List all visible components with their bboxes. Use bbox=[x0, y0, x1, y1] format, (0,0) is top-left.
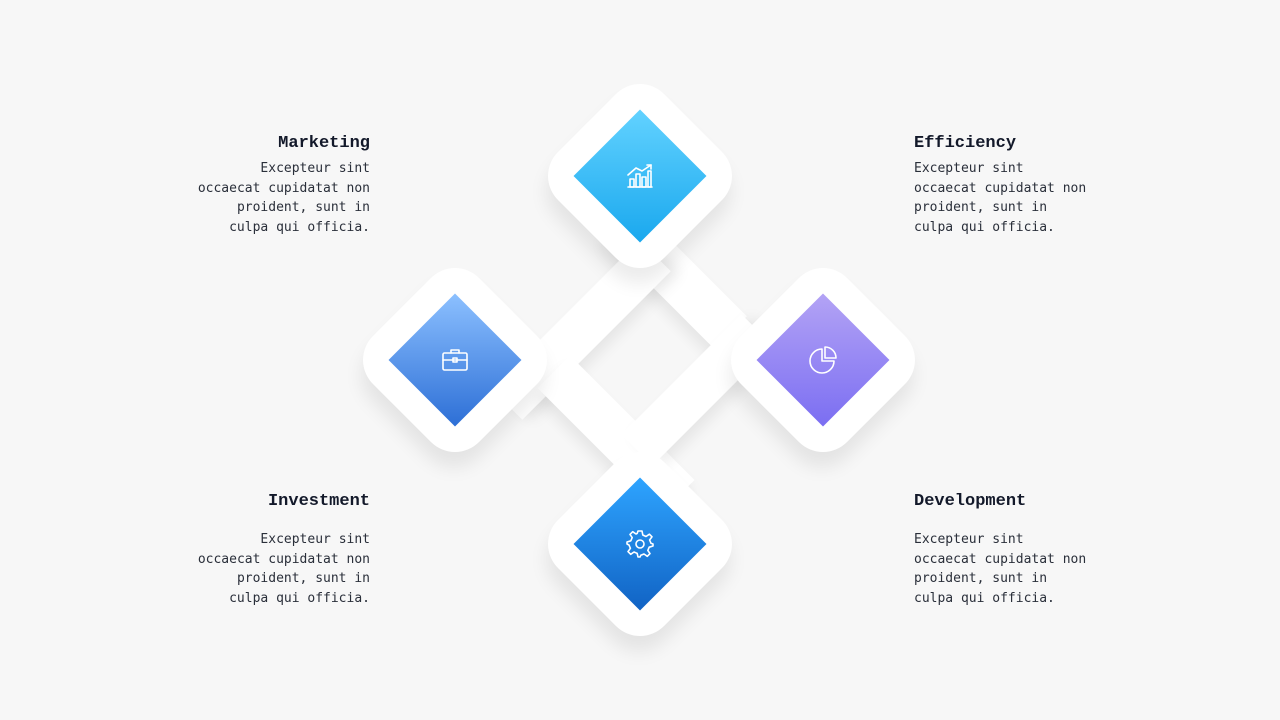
title-development: Development bbox=[914, 492, 1027, 511]
desc-line: Excepteur sint bbox=[914, 532, 1024, 547]
text-block-efficiency: Efficiency Excepteur sint occaecat cupid… bbox=[914, 134, 1114, 237]
title-efficiency: Efficiency bbox=[914, 134, 1017, 153]
desc-line: Excepteur sint bbox=[260, 161, 370, 176]
text-block-development: Development Excepteur sint occaecat cupi… bbox=[914, 492, 1114, 608]
text-block-investment: Investment Excepteur sint occaecat cupid… bbox=[170, 492, 370, 608]
desc-line: culpa qui officia. bbox=[229, 219, 370, 235]
desc-line: occaecat cupidatat non bbox=[197, 180, 370, 196]
desc-line: proident, sunt in bbox=[236, 571, 370, 586]
title-investment: Investment bbox=[267, 492, 370, 511]
briefcase-icon bbox=[439, 344, 471, 376]
desc-line: proident, sunt in bbox=[236, 200, 370, 215]
gear-icon bbox=[624, 528, 656, 560]
desc-line: culpa qui officia. bbox=[914, 219, 1055, 235]
desc-line: culpa qui officia. bbox=[914, 590, 1055, 606]
desc-line: occaecat cupidatat non bbox=[914, 551, 1087, 567]
growth-chart-icon bbox=[624, 160, 656, 192]
desc-line: proident, sunt in bbox=[914, 571, 1048, 586]
desc-line: culpa qui officia. bbox=[229, 590, 370, 606]
desc-line: Excepteur sint bbox=[914, 161, 1024, 176]
title-marketing: Marketing bbox=[278, 134, 370, 153]
desc-line: occaecat cupidatat non bbox=[914, 180, 1087, 196]
pie-chart-icon bbox=[807, 344, 839, 376]
desc-line: proident, sunt in bbox=[914, 200, 1048, 215]
desc-line: Excepteur sint bbox=[260, 532, 370, 547]
desc-line: occaecat cupidatat non bbox=[197, 551, 370, 567]
text-block-marketing: Marketing Excepteur sint occaecat cupida… bbox=[170, 134, 370, 237]
